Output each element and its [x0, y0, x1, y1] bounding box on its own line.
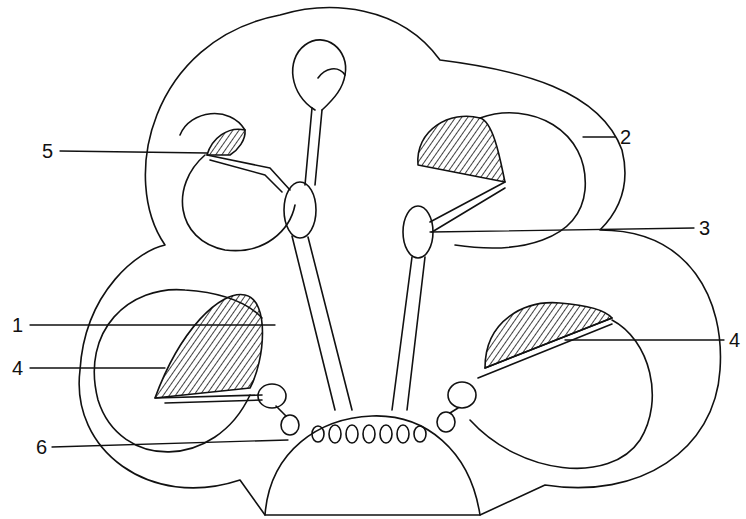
callout-number: 3: [699, 216, 710, 240]
hatched-body: [485, 303, 612, 368]
ovule-row: [312, 425, 426, 443]
callout-number: 5: [42, 139, 53, 163]
chamber: [293, 40, 346, 110]
tube: [292, 236, 352, 410]
chamber: [180, 114, 295, 251]
callout-number: 6: [36, 435, 47, 459]
callout-number: 1: [12, 313, 23, 337]
callout-number: 4: [729, 328, 740, 352]
receptacle: [265, 416, 480, 515]
bulb: [403, 206, 433, 258]
tube: [276, 406, 458, 416]
bulb: [448, 382, 476, 408]
tube: [392, 257, 425, 410]
chamber-hook: [318, 69, 345, 110]
bulb: [437, 412, 455, 432]
leader-lines: [30, 137, 724, 447]
stalk: [207, 155, 290, 192]
stalk: [478, 318, 612, 378]
callout-number: 4: [12, 356, 23, 380]
hatched-body: [155, 295, 263, 398]
stalk: [430, 182, 505, 232]
callout-number: 2: [620, 125, 631, 149]
chamber: [94, 290, 262, 452]
bulb: [281, 415, 299, 435]
stalk: [305, 108, 322, 185]
hatched-body: [418, 116, 505, 182]
bulb: [284, 182, 316, 238]
bulb: [258, 384, 286, 408]
hatched-body: [207, 129, 245, 155]
outer-wall: [79, 8, 720, 515]
stalk: [155, 395, 262, 403]
